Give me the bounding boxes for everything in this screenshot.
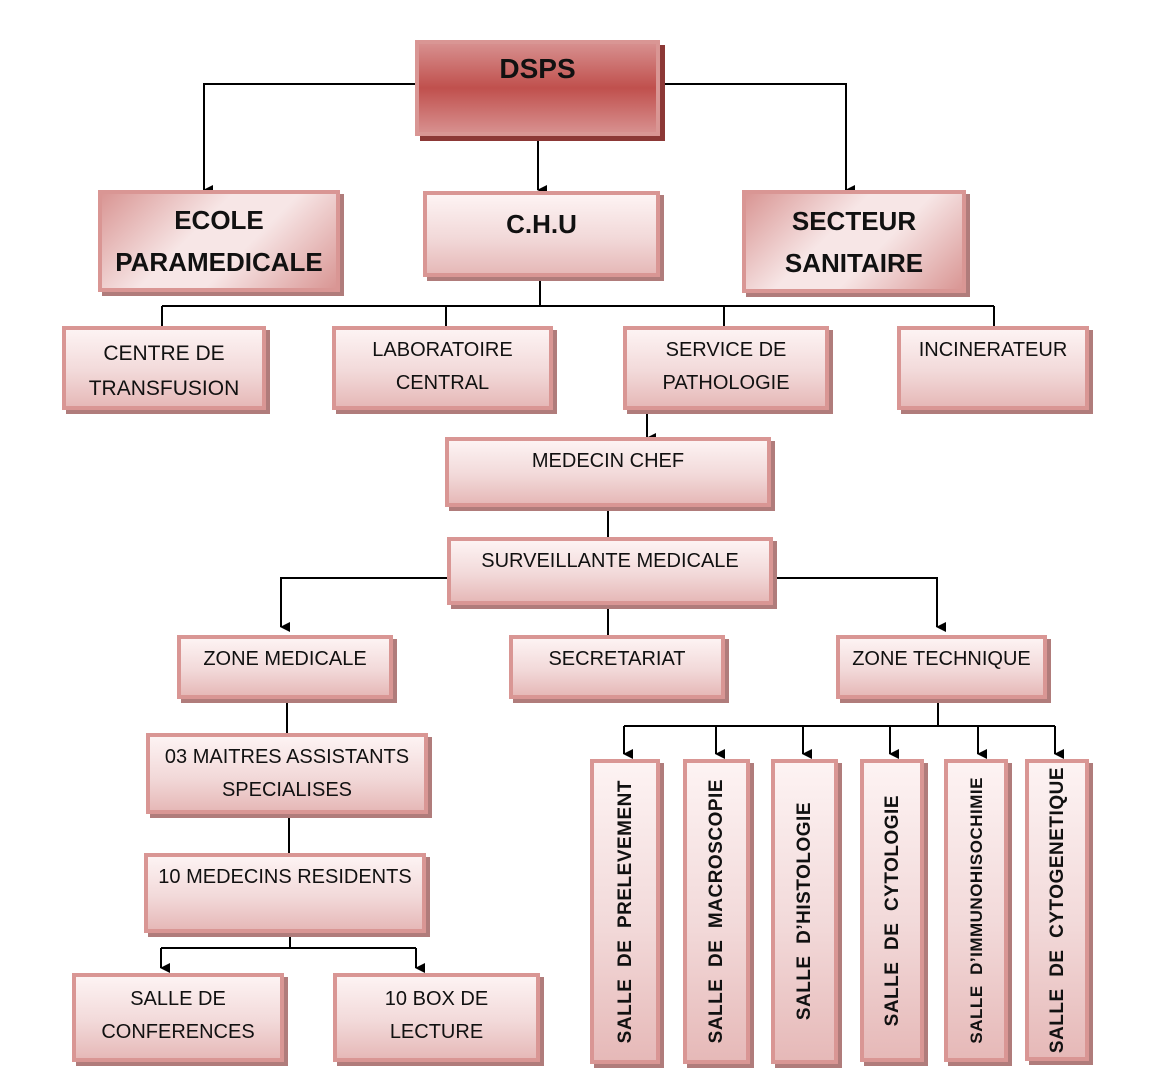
node-ecole-label: ECOLE PARAMEDICALE xyxy=(115,205,323,277)
node-secteur-sanitaire: SECTEUR SANITAIRE xyxy=(742,190,966,293)
edge-surv-zone-medicale xyxy=(280,577,448,632)
node-salle-macroscopie-label: SALLE DE MACROSCOPIE xyxy=(706,779,727,1044)
node-medecin-chef: MEDECIN CHEF xyxy=(445,437,771,507)
node-zone-technique: ZONE TECHNIQUE xyxy=(836,635,1047,699)
node-salle-macroscopie: SALLE DE MACROSCOPIE xyxy=(683,759,750,1064)
edge-dsps-secteur xyxy=(660,83,855,195)
node-maitres-assistants: 03 MAITRES ASSISTANTS SPECIALISES xyxy=(146,733,428,814)
edge-surv-zone-technique xyxy=(773,577,946,632)
edge-zt-bus xyxy=(624,697,1055,727)
node-salle-cytogenetique: SALLE DE CYTOGENETIQUE xyxy=(1025,759,1089,1061)
node-salle-immunohisochimie: SALLE D’IMMUNOHISOCHIMIE xyxy=(944,759,1008,1062)
node-salle-prelevement-label: SALLE DE PRELEVEMENT xyxy=(614,779,636,1044)
node-box-lecture: 10 BOX DE LECTURE xyxy=(333,973,540,1062)
node-incinerateur-label: INCINERATEUR xyxy=(918,339,1068,361)
node-salle-cytologie-label: SALLE DE CYTOLOGIE xyxy=(881,794,903,1027)
node-zone-medicale-label: ZONE MEDICALE xyxy=(203,648,367,670)
node-salle-cytogenetique-label: SALLE DE CYTOGENETIQUE xyxy=(1046,766,1068,1054)
edge-chu-bus xyxy=(162,276,994,307)
node-service-pathologie-label: SERVICE DE PATHOLOGIE xyxy=(662,339,790,394)
node-salle-histologie-label: SALLE D’HISTOLOGIE xyxy=(794,802,815,1021)
node-dsps-label: DSPS xyxy=(499,53,576,84)
node-maitres-assistants-label: 03 MAITRES ASSISTANTS SPECIALISES xyxy=(164,746,410,801)
node-chu-label: C.H.U xyxy=(506,209,577,239)
node-medecins-residents-label: 10 MEDECINS RESIDENTS xyxy=(158,866,412,888)
node-secteur-label: SECTEUR SANITAIRE xyxy=(784,205,924,278)
node-incinerateur: INCINERATEUR xyxy=(897,326,1089,410)
node-service-pathologie: SERVICE DE PATHOLOGIE xyxy=(623,326,829,410)
node-zone-medicale: ZONE MEDICALE xyxy=(177,635,393,699)
node-ecole-paramedicale: ECOLE PARAMEDICALE xyxy=(98,190,340,292)
edge-residents-bus xyxy=(161,932,416,949)
node-chu: C.H.U xyxy=(423,191,660,277)
node-surveillante-medicale: SURVEILLANTE MEDICALE xyxy=(447,537,773,605)
node-salle-prelevement: SALLE DE PRELEVEMENT xyxy=(590,759,660,1064)
node-salle-immuno-label: SALLE D’IMMUNOHISOCHIMIE xyxy=(966,777,986,1044)
node-medecins-residents: 10 MEDECINS RESIDENTS xyxy=(144,853,426,933)
node-centre-transfusion: CENTRE DE TRANSFUSION xyxy=(62,326,266,410)
node-secretariat-label: SECRETARIAT xyxy=(548,648,686,670)
node-surveillante-label: SURVEILLANTE MEDICALE xyxy=(481,550,739,572)
node-box-lecture-label: 10 BOX DE LECTURE xyxy=(384,988,489,1043)
node-salle-histologie: SALLE D’HISTOLOGIE xyxy=(771,759,838,1064)
edge-dsps-ecole xyxy=(203,83,417,195)
node-salle-conferences: SALLE DE CONFERENCES xyxy=(72,973,284,1062)
node-zone-technique-label: ZONE TECHNIQUE xyxy=(852,648,1031,670)
node-laboratoire-label: LABORATOIRE CENTRAL xyxy=(372,339,513,394)
node-secretariat: SECRETARIAT xyxy=(509,635,725,699)
node-dsps: DSPS xyxy=(415,40,660,136)
node-centre-transfusion-label: CENTRE DE TRANSFUSION xyxy=(88,342,240,400)
node-laboratoire-central: LABORATOIRE CENTRAL xyxy=(332,326,553,410)
node-medecin-chef-label: MEDECIN CHEF xyxy=(531,450,685,472)
node-salle-cytologie: SALLE DE CYTOLOGIE xyxy=(860,759,924,1062)
node-salle-conferences-label: SALLE DE CONFERENCES xyxy=(101,988,255,1043)
